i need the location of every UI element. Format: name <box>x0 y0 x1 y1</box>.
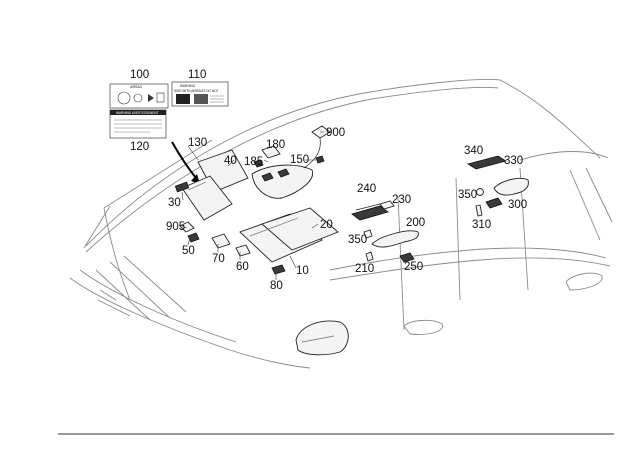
callout-250: 250 <box>404 261 423 273</box>
callout-numbers: 100 110 120 130 40 30 905 50 70 60 80 10… <box>130 69 527 292</box>
callout-230: 230 <box>392 194 411 206</box>
callout-330: 330 <box>504 155 523 167</box>
rear-roof-lights <box>467 155 529 217</box>
callout-70: 70 <box>212 253 225 265</box>
callout-120: 120 <box>130 141 149 153</box>
callout-300: 300 <box>508 199 527 211</box>
callout-900: 900 <box>326 127 345 139</box>
label-100-airbag: AIRBAG <box>109 83 169 109</box>
center-roof-lights <box>351 200 419 263</box>
callout-60: 60 <box>236 261 249 273</box>
label-120-avertissement: WARNING AVERTISSEMENT <box>109 109 167 139</box>
callout-10: 10 <box>296 265 309 277</box>
airbag-label-head: AIRBAG <box>130 85 143 89</box>
callout-110: 110 <box>188 69 206 81</box>
sun-visor-right <box>239 207 339 263</box>
leader-lines <box>181 131 324 280</box>
callout-350-center: 350 <box>348 234 367 246</box>
car-body-outline <box>58 79 614 435</box>
callout-200: 200 <box>406 217 425 229</box>
callout-185: 185 <box>244 156 263 168</box>
callout-180: 180 <box>266 139 285 151</box>
callout-50: 50 <box>182 245 195 257</box>
callout-100: 100 <box>130 69 149 81</box>
callout-20: 20 <box>320 219 333 231</box>
callout-130: 130 <box>188 137 207 149</box>
callout-240: 240 <box>357 183 376 195</box>
sun-visor-left <box>174 149 249 221</box>
callout-40: 40 <box>224 155 237 167</box>
avertissement-label-head: WARNING AVERTISSEMENT <box>116 111 159 115</box>
warning-label-head: WARNING <box>180 84 196 88</box>
label-110-warning: WARNING SIDE WITH AIRBAGS DO NOT <box>171 81 229 107</box>
warning-label-sub: SIDE WITH AIRBAGS DO NOT <box>174 89 219 93</box>
callout-310: 310 <box>472 219 491 231</box>
callout-150: 150 <box>290 154 309 166</box>
callout-905: 905 <box>166 221 185 233</box>
callout-340: 340 <box>464 145 483 157</box>
visor-clip-parts <box>179 221 286 275</box>
callout-30: 30 <box>168 197 181 209</box>
callout-210: 210 <box>355 263 374 275</box>
callout-80: 80 <box>270 280 283 292</box>
callout-350-rear: 350 <box>458 189 477 201</box>
